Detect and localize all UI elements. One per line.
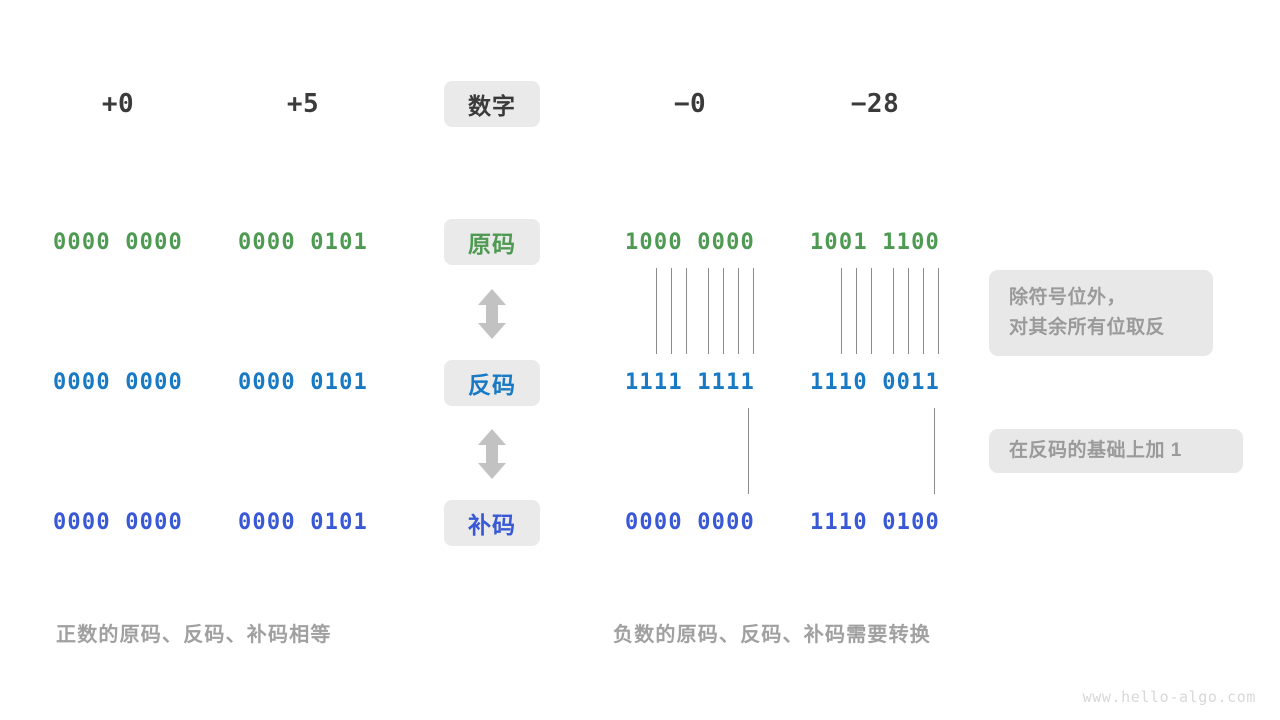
value-sign-magnitude-minus-twentyeight: 1001 1100 [809, 229, 940, 255]
value-sign-magnitude-plus-zero: 0000 0000 [52, 229, 183, 255]
watermark: www.hello-algo.com [1082, 688, 1256, 706]
note-invert-bits: 除符号位外， 对其余所有位取反 [989, 270, 1213, 356]
value-ones-complement-minus-twentyeight: 1110 0011 [809, 369, 940, 395]
caption-negative: 负数的原码、反码、补码需要转换 [613, 624, 931, 646]
column-header-minus-zero: −0 [673, 89, 707, 119]
arrow-up-down-icon [475, 428, 509, 480]
value-sign-magnitude-minus-zero: 1000 0000 [624, 229, 755, 255]
connector-tick [686, 268, 687, 354]
row-label-badge-twos-complement: 补码 [444, 500, 540, 546]
arrow-up-down-icon [475, 288, 509, 340]
connector-tick [856, 268, 857, 354]
value-ones-complement-minus-zero: 1111 1111 [624, 369, 755, 395]
connector-tick [938, 268, 939, 354]
value-twos-complement-plus-five: 0000 0101 [237, 509, 368, 535]
connector-tick [923, 268, 924, 354]
value-sign-magnitude-plus-five: 0000 0101 [237, 229, 368, 255]
note-add-one: 在反码的基础上加 1 [989, 429, 1243, 473]
connector-tick [671, 268, 672, 354]
value-twos-complement-minus-twentyeight: 1110 0100 [809, 509, 940, 535]
connector-tick [841, 268, 842, 354]
value-twos-complement-minus-zero: 0000 0000 [624, 509, 755, 535]
value-ones-complement-plus-zero: 0000 0000 [52, 369, 183, 395]
column-header-plus-five: +5 [286, 89, 320, 119]
connector-tick [871, 268, 872, 354]
connector-tick [708, 268, 709, 354]
caption-positive: 正数的原码、反码、补码相等 [56, 624, 332, 646]
connector-tick [893, 268, 894, 354]
row-label-badge-ones-complement: 反码 [444, 360, 540, 406]
connector-tick [656, 268, 657, 354]
column-header-plus-zero: +0 [101, 89, 135, 119]
connector-tick [748, 408, 749, 494]
connector-tick [738, 268, 739, 354]
connector-tick [723, 268, 724, 354]
connector-tick [753, 268, 754, 354]
value-twos-complement-plus-zero: 0000 0000 [52, 509, 183, 535]
connector-tick [934, 408, 935, 494]
note-invert-line-2: 对其余所有位取反 [1009, 317, 1166, 338]
row-label-badge-sign-magnitude: 原码 [444, 219, 540, 265]
connector-tick [908, 268, 909, 354]
column-header-minus-twentyeight: −28 [850, 89, 900, 119]
row-label-badge-number: 数字 [444, 81, 540, 127]
note-invert-line-1: 除符号位外， [1009, 287, 1127, 308]
value-ones-complement-plus-five: 0000 0101 [237, 369, 368, 395]
